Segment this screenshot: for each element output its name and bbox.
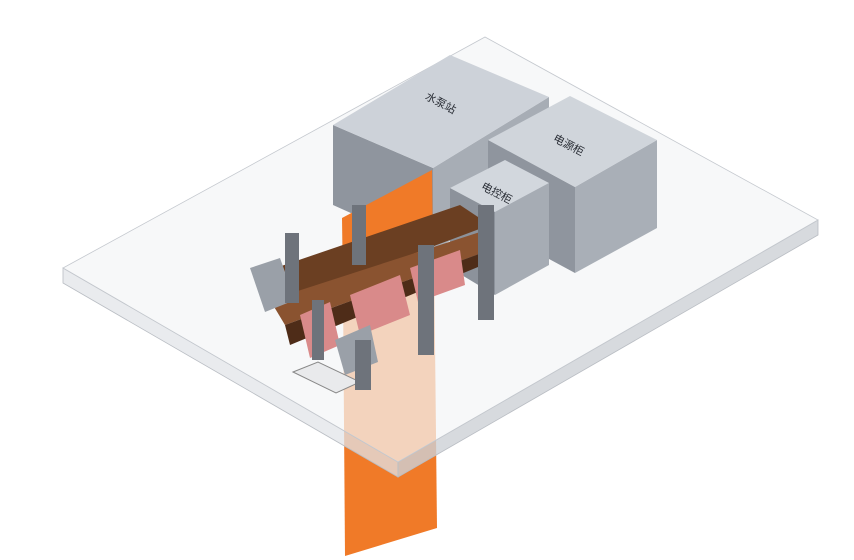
- pillars: [285, 205, 494, 390]
